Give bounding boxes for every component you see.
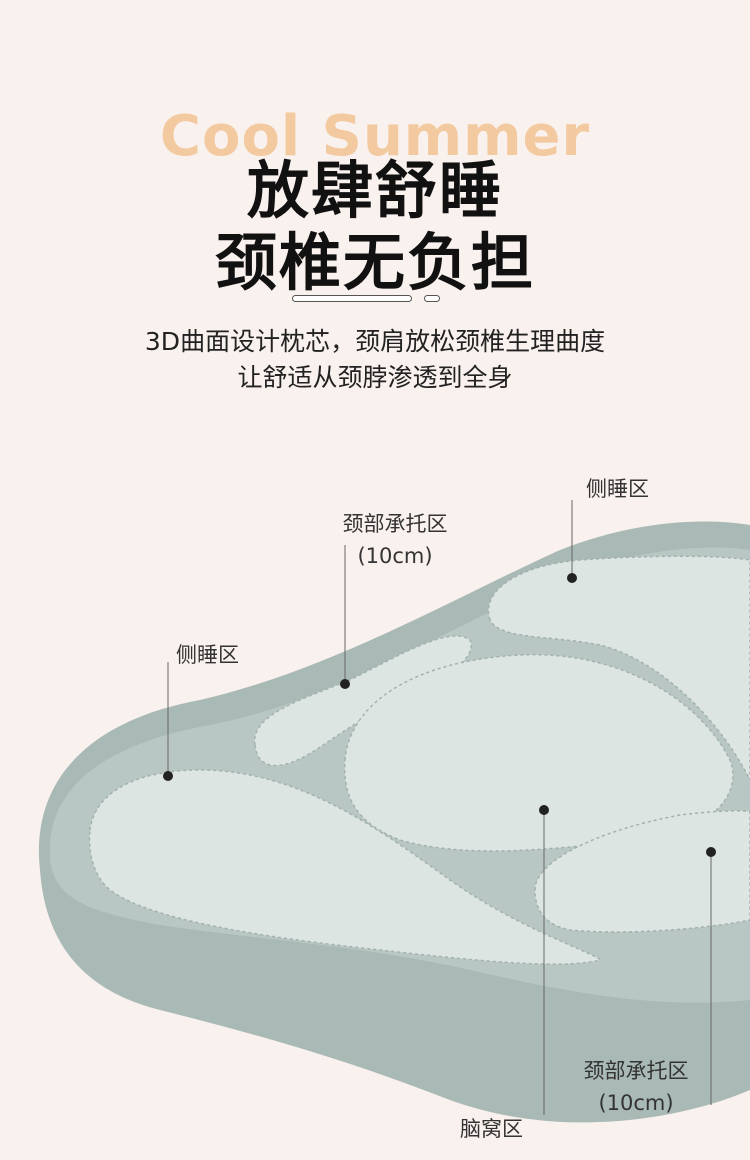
marker-side-left: [163, 771, 173, 781]
subtitle-line-1: 3D曲面设计枕芯，颈肩放松颈椎生理曲度: [144, 327, 606, 356]
title-line-1: 放肆舒睡: [246, 154, 503, 227]
label-neck-top-size: (10cm): [357, 544, 433, 568]
label-neck-bottom: 颈部承托区 (10cm): [576, 1055, 696, 1119]
zone-head: [343, 653, 734, 852]
label-side-right: 侧睡区: [586, 477, 649, 501]
label-neck-bottom-size: (10cm): [598, 1091, 674, 1115]
title-line-2: 颈椎无负担: [214, 226, 535, 299]
divider-long: [292, 295, 412, 302]
label-neck-top-name: 颈部承托区: [342, 512, 448, 536]
marker-side-right: [567, 573, 577, 583]
marker-head: [539, 805, 549, 815]
zone-neck-bottom: [534, 810, 750, 933]
subtitle-line-2: 让舒适从颈脖渗透到全身: [237, 363, 513, 392]
zone-side-left: [88, 769, 601, 965]
marker-neck-top: [340, 679, 350, 689]
label-side-left: 侧睡区: [176, 643, 239, 667]
label-neck-bottom-name: 颈部承托区: [583, 1059, 689, 1083]
zone-side-right: [487, 555, 750, 781]
english-title: Cool Summer: [159, 104, 591, 169]
marker-neck-bottom: [706, 847, 716, 857]
divider-short: [424, 295, 440, 302]
label-neck-top: 颈部承托区 (10cm): [340, 508, 450, 572]
label-head: 脑窝区: [460, 1117, 523, 1141]
